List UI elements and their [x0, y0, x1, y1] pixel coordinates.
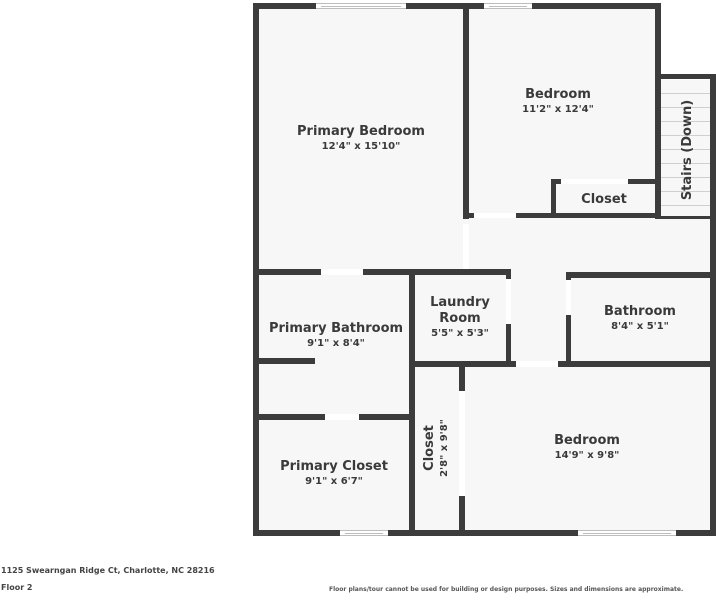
room-name: Primary Bathroom [268, 321, 404, 336]
room-primary-closet: Primary Closet 9'1" x 6'7" [280, 459, 388, 489]
wall-pbath-shelf [253, 358, 315, 364]
room-laundry-room: Laundry Room 5'5" x 5'3" [430, 295, 490, 341]
wall-closet1-left [551, 179, 556, 217]
door-bedroom1 [474, 213, 516, 218]
room-dimensions: 9'1" x 6'7" [305, 476, 363, 487]
room-name: Bedroom [525, 87, 591, 102]
wall-bedroom1-bottom [463, 213, 660, 218]
room-bedroom-1: Bedroom 11'2" x 12'4" [522, 87, 594, 117]
property-address: 1125 Swearngan Ridge Ct, Charlotte, NC 2… [1, 566, 215, 575]
room-primary-bedroom: Primary Bedroom 12'4" x 15'10" [297, 124, 425, 154]
door-bedroom2 [516, 361, 558, 367]
wall-pbath-right [409, 269, 415, 535]
room-bathroom: Bathroom 8'4" x 5'1" [604, 304, 676, 334]
room-name: Closet [581, 192, 627, 207]
wall-bedroom2-top [459, 361, 516, 367]
room-bedroom-2: Bedroom 14'9" x 9'8" [554, 433, 620, 463]
room-dimensions: 11'2" x 12'4" [522, 104, 594, 115]
door-closet1 [561, 179, 628, 184]
room-closet-1: Closet [581, 192, 627, 208]
wall-pcloset-top [253, 414, 325, 420]
wall-closet1-top-r [628, 179, 658, 184]
room-name: Bedroom [554, 433, 620, 448]
disclaimer: Floor plans/tour cannot be used for buil… [329, 586, 684, 593]
door-primary-bed [321, 269, 363, 275]
room-name: Bathroom [604, 304, 676, 319]
wall-bottom [253, 530, 716, 536]
room-name: Primary Bedroom [297, 124, 425, 139]
stairs-treads [660, 80, 712, 218]
wall-primary-bed-right [463, 3, 469, 219]
wall-bath-left-lower [566, 315, 571, 367]
wall-closet2-right [459, 361, 465, 391]
window-primary-bed [316, 3, 406, 9]
wall-laundry-right-lower [506, 324, 511, 366]
door-closet2 [459, 391, 465, 496]
window-bedroom2 [578, 530, 676, 536]
wall-bath-top [566, 272, 716, 278]
room-dimensions: 2'8" x 9'8" [439, 419, 450, 477]
room-dimensions: 9'1" x 8'4" [307, 338, 365, 349]
room-name-line2: Room [439, 311, 481, 326]
door-primary-bed-side [463, 224, 469, 269]
door-pcloset [325, 414, 359, 420]
window-bedroom1 [484, 3, 532, 9]
floor-label: Floor 2 [1, 583, 33, 592]
room-name: Closet [422, 425, 437, 471]
door-bathroom [566, 280, 571, 315]
wall-bath-left [566, 272, 571, 280]
room-stairs: Stairs (Down) [680, 100, 696, 200]
wall-bedroom2-top-r [558, 361, 716, 367]
room-dimensions: 14'9" x 9'8" [554, 450, 620, 461]
wall-closet1-top [551, 179, 561, 184]
room-closet-2: Closet 2'8" x 9'8" [422, 419, 452, 477]
floor-plan: Primary Bedroom 12'4" x 15'10" Bedroom 1… [253, 3, 716, 536]
room-name: Stairs (Down) [680, 99, 695, 201]
wall-top-left [253, 3, 660, 9]
door-laundry [506, 279, 511, 324]
wall-right [710, 74, 716, 536]
wall-laundry-right [506, 269, 511, 279]
wall-right-upper [655, 3, 661, 219]
room-name-line1: Laundry [430, 295, 490, 310]
wall-primary-bed-bottom [253, 269, 511, 275]
room-dimensions: 8'4" x 5'1" [611, 321, 669, 332]
room-primary-bathroom: Primary Bathroom 9'1" x 8'4" [269, 321, 403, 351]
wall-pcloset-top-r [359, 414, 415, 420]
room-dimensions: 5'5" x 5'3" [431, 328, 489, 339]
floor-right [655, 218, 713, 535]
wall-stairs-top [655, 74, 716, 79]
wall-stairs-bottom [655, 216, 716, 219]
room-name: Primary Closet [280, 459, 388, 474]
window-pcloset [340, 530, 388, 536]
wall-closet2-right-lower [459, 496, 465, 536]
room-dimensions: 12'4" x 15'10" [321, 141, 401, 152]
